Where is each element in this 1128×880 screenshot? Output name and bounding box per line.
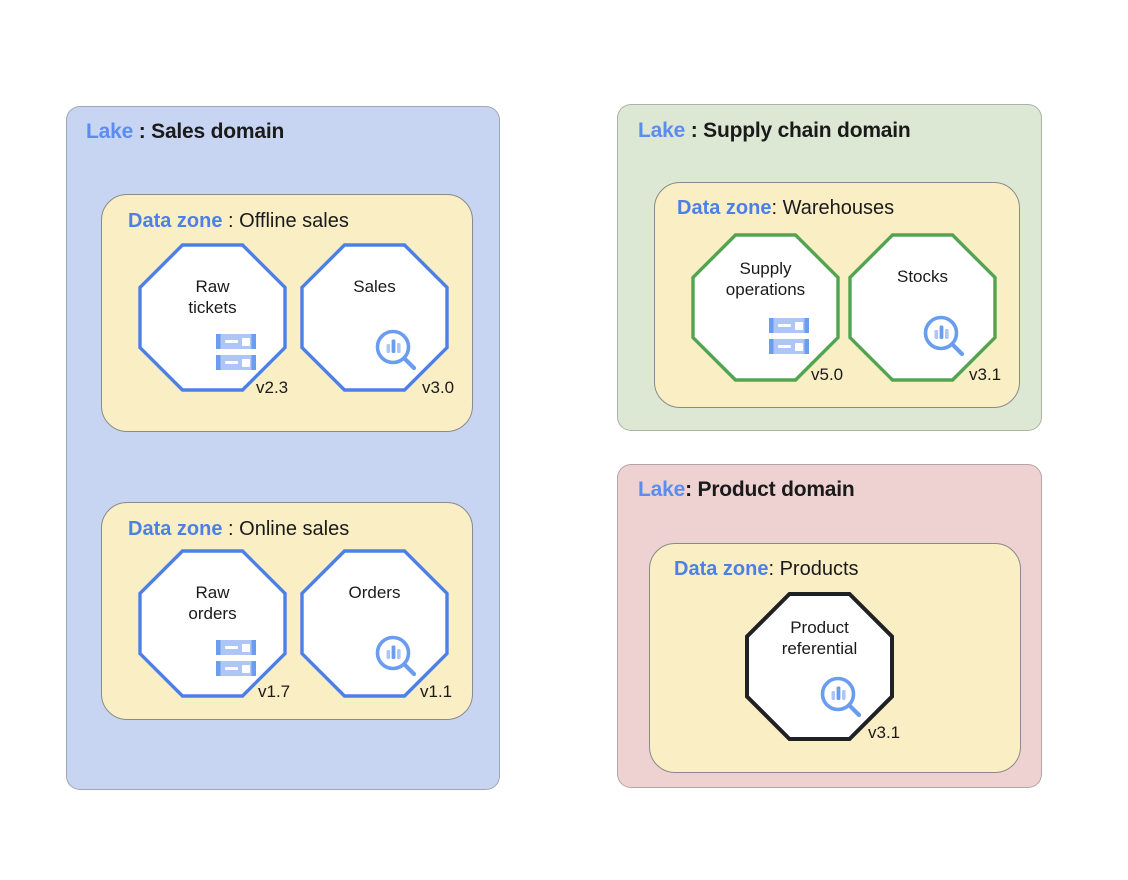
octagon-shape — [138, 243, 287, 392]
dataset-label: Raw tickets — [188, 277, 237, 317]
data-zone-separator: : — [222, 518, 240, 540]
data-zone-title-offline-sales: Data zone : Offline sales — [128, 210, 349, 233]
data-zone-keyword: Data zone — [128, 210, 223, 232]
dataset-node-raw-orders[interactable]: Raw orders — [138, 549, 287, 698]
octagon-shape — [138, 549, 287, 698]
lake-separator: : — [685, 478, 698, 501]
lake-title-supply-chain: Lake : Supply chain domain — [638, 119, 911, 143]
octagon-shape — [848, 233, 997, 382]
octagon-shape — [300, 243, 449, 392]
dataset-version-stocks: v3.1 — [969, 365, 1002, 384]
lake-name: Supply chain domain — [703, 119, 911, 142]
data-zone-title-warehouses: Data zone: Warehouses — [677, 197, 894, 220]
data-analytics-icon-svg — [375, 635, 416, 677]
lake-title-product: Lake: Product domain — [638, 478, 855, 502]
data-zone-separator: : — [768, 558, 780, 580]
lake-separator: : — [685, 119, 704, 142]
octagon-shape — [691, 233, 840, 382]
dataset-version-orders: v1.1 — [420, 682, 453, 701]
dataset-label: Orders — [348, 583, 401, 602]
dataset-node-supply-operations[interactable]: Supply operations — [691, 233, 840, 382]
dataset-label: Product referential — [781, 618, 858, 658]
dataset-node-orders[interactable]: Orders — [300, 549, 449, 698]
dataset-version-raw-orders: v1.7 — [258, 682, 291, 701]
octagon-shape — [300, 549, 449, 698]
data-zone-name: Offline sales — [239, 210, 349, 232]
database-icon-svg — [215, 640, 256, 676]
dataset-version-supply-operations: v5.0 — [811, 365, 844, 384]
data-analytics-icon-svg — [375, 329, 416, 371]
data-zone-keyword: Data zone — [674, 558, 769, 580]
dataset-node-raw-tickets[interactable]: Raw tickets — [138, 243, 287, 392]
data-zone-keyword: Data zone — [128, 518, 223, 540]
lake-keyword: Lake — [638, 119, 686, 142]
lake-keyword: Lake — [86, 120, 134, 143]
dataset-node-product-referential[interactable]: Product referential — [745, 592, 894, 741]
dataset-node-stocks[interactable]: Stocks — [848, 233, 997, 382]
data-zone-separator: : — [771, 197, 783, 219]
data-zone-title-products: Data zone: Products — [674, 558, 859, 581]
octagon-shape — [745, 592, 894, 741]
lake-name: Sales domain — [151, 120, 285, 143]
database-icon-svg — [768, 318, 809, 354]
data-zone-keyword: Data zone — [677, 197, 772, 219]
lake-keyword: Lake — [638, 478, 686, 501]
lake-name: Product domain — [697, 478, 855, 501]
data-zone-title-online-sales: Data zone : Online sales — [128, 518, 349, 541]
lake-separator: : — [133, 120, 152, 143]
data-analytics-icon-svg — [820, 676, 861, 718]
dataset-label: Raw orders — [188, 583, 237, 623]
lake-title-sales: Lake : Sales domain — [86, 120, 284, 144]
dataset-label: Sales — [353, 277, 396, 296]
dataset-node-sales[interactable]: Sales — [300, 243, 449, 392]
database-icon-svg — [215, 334, 256, 370]
dataset-version-product-referential: v3.1 — [868, 723, 901, 742]
data-analytics-icon-svg — [923, 315, 964, 357]
dataset-version-sales: v3.0 — [422, 378, 455, 397]
dataset-version-raw-tickets: v2.3 — [256, 378, 289, 397]
dataset-label: Supply operations — [725, 259, 806, 299]
data-zone-separator: : — [222, 210, 240, 232]
data-zone-name: Warehouses — [782, 197, 895, 219]
dataset-label: Stocks — [896, 267, 949, 286]
data-zone-name: Products — [779, 558, 859, 580]
data-zone-name: Online sales — [239, 518, 350, 540]
